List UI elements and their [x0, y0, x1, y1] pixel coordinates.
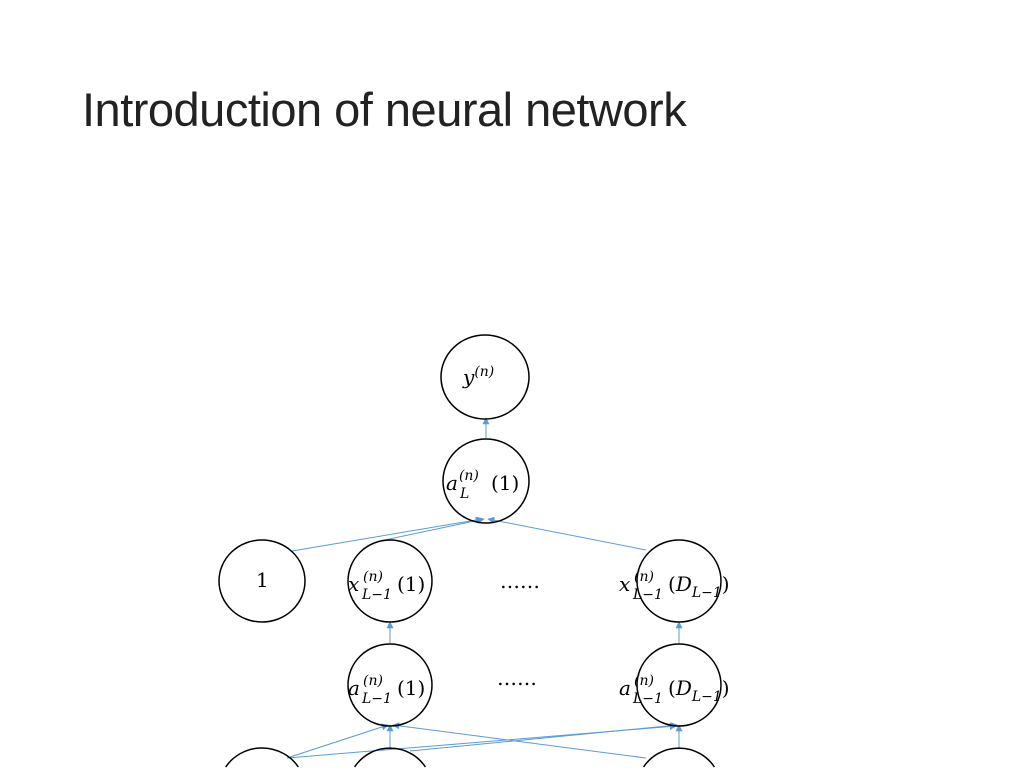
a-last-node [636, 643, 722, 727]
bias-label: 1 [256, 568, 269, 592]
output-node [440, 334, 530, 420]
slide-title: Introduction of neural network [82, 83, 687, 136]
a-first-label: a(n)L−1(1) [348, 673, 425, 707]
prev-bias-node [225, 747, 299, 768]
x-last-node [636, 539, 722, 623]
edge-xD-to-aL [487, 516, 647, 551]
layer-L-label: a(n)L(1) [446, 468, 519, 502]
x-first-node [347, 539, 433, 623]
edges [286, 417, 683, 759]
ellipsis-a: …… [497, 666, 537, 690]
layer-L-node [442, 438, 530, 524]
a-first-node [347, 643, 433, 727]
prev-first-node [353, 747, 427, 768]
edge-bias-to-aL [291, 516, 483, 552]
edge-bias-to-a1 [286, 723, 389, 759]
edge-prev1-to-aD [409, 722, 678, 752]
a-last-label: a(n)L−1(DL−1) [619, 673, 730, 707]
ellipsis-x: …… [500, 569, 540, 593]
x-last-label: x(n)L−1(DL−1) [619, 569, 730, 603]
bias-node [218, 539, 306, 623]
prev-last-node [642, 747, 716, 768]
output-label: y(n) [462, 364, 494, 389]
edge-prevD-to-a1 [392, 722, 647, 759]
edge-x1-to-aL [379, 516, 485, 542]
x-first-label: x(n)L−1(1) [348, 569, 425, 603]
